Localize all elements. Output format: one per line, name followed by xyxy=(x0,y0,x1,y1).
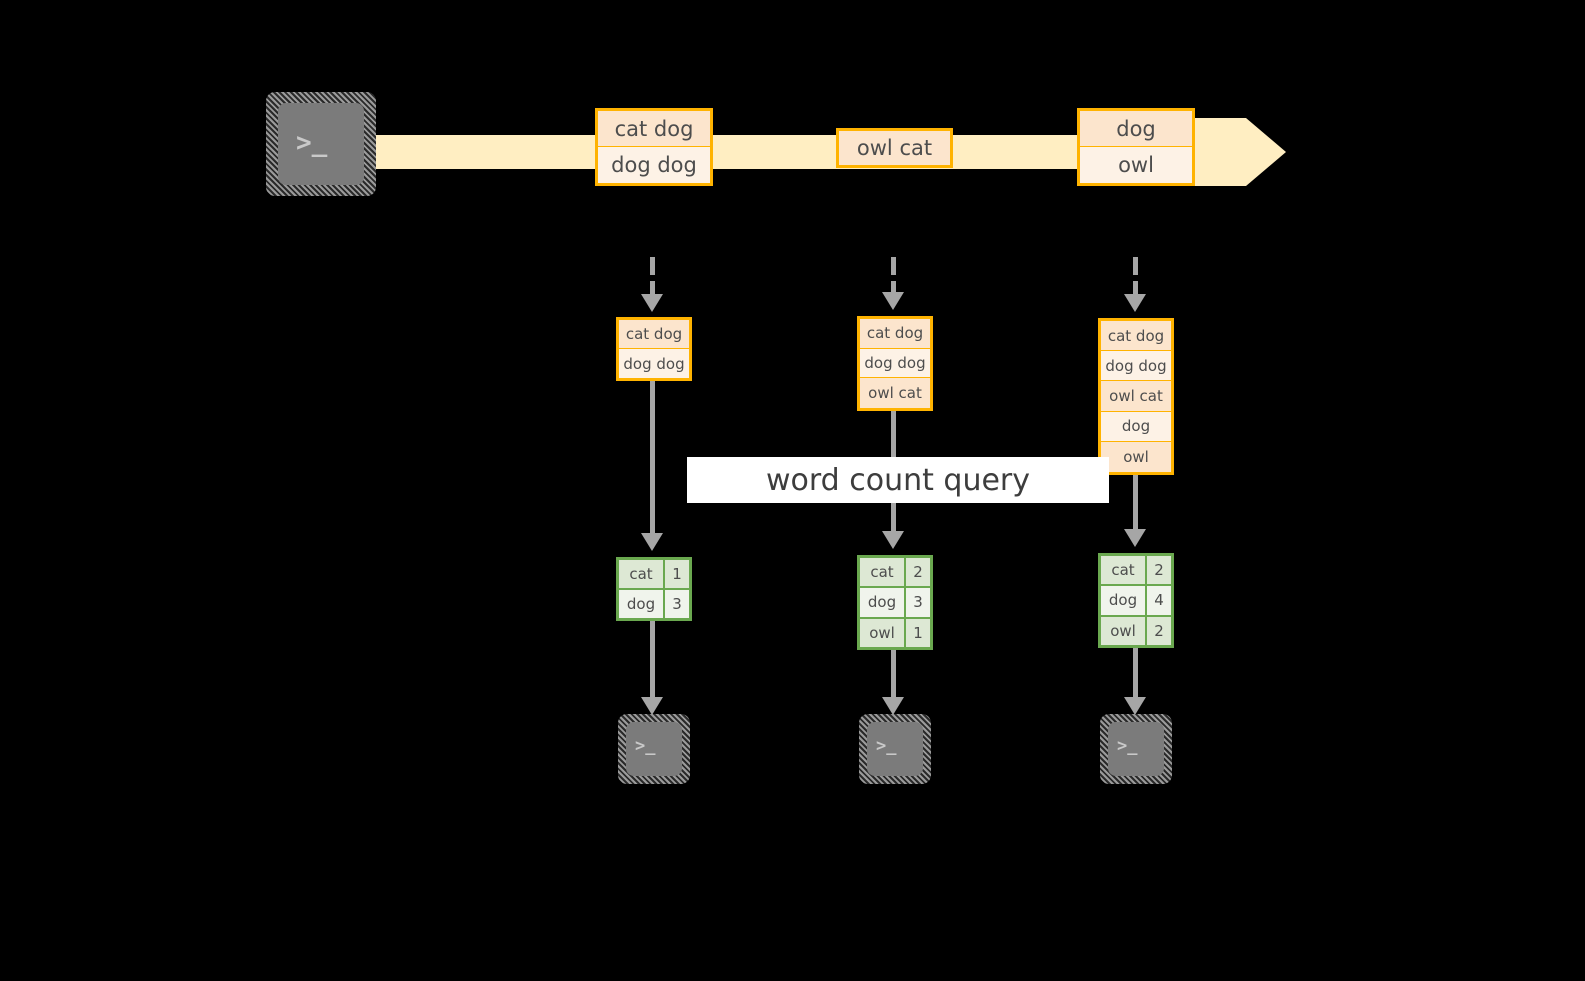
terminal-face xyxy=(626,722,682,776)
result-value: 3 xyxy=(665,590,689,618)
snapshot-dash-1b xyxy=(650,281,655,294)
query-arrowhead-1 xyxy=(641,533,663,551)
sink-arrowhead-3 xyxy=(1124,697,1146,715)
terminal-face xyxy=(1108,722,1164,776)
snapshot-dash-3a xyxy=(1133,257,1138,275)
sink-arrowhead-1 xyxy=(641,697,663,715)
result-value: 1 xyxy=(906,618,930,647)
snapshot-dash-1a xyxy=(650,257,655,275)
accumulated-input-1[interactable]: cat dog dog dog xyxy=(616,317,692,381)
result-key: cat xyxy=(860,558,906,587)
result-row: owl 2 xyxy=(1101,616,1171,645)
result-key: cat xyxy=(619,560,665,588)
sink-line-1 xyxy=(650,621,655,697)
result-table-2[interactable]: cat 2 dog 3 owl 1 xyxy=(857,555,933,650)
result-key: owl xyxy=(1101,616,1147,645)
snapshot-arrowhead-3 xyxy=(1124,294,1146,312)
query-line-3 xyxy=(1133,475,1138,529)
sink-arrowhead-2 xyxy=(882,697,904,715)
snapshot-dash-2a xyxy=(891,257,896,275)
query-label-band: word count query xyxy=(687,457,1109,503)
snapshot-dash-2b xyxy=(891,281,896,292)
sink-terminal-1[interactable]: >_ xyxy=(618,714,690,784)
stream-message-row: owl xyxy=(1080,147,1192,183)
snapshot-arrowhead-1 xyxy=(641,294,663,312)
result-table-1[interactable]: cat 1 dog 3 xyxy=(616,557,692,621)
result-table-3[interactable]: cat 2 dog 4 owl 2 xyxy=(1098,553,1174,648)
result-row: dog 3 xyxy=(860,588,930,619)
terminal-prompt-icon: >_ xyxy=(1117,736,1138,756)
snapshot-arrowhead-2 xyxy=(882,292,904,310)
stream-message-2[interactable]: owl cat xyxy=(836,128,953,168)
query-arrowhead-2 xyxy=(882,531,904,549)
terminal-face xyxy=(867,722,923,776)
sink-line-2 xyxy=(891,650,896,697)
result-value: 4 xyxy=(1147,586,1171,615)
terminal-face xyxy=(278,103,364,185)
result-key: dog xyxy=(619,590,665,618)
query-line-1 xyxy=(650,381,655,533)
input-row: cat dog xyxy=(1101,321,1171,352)
input-row: cat dog xyxy=(860,319,930,349)
stream-message-row: dog xyxy=(1080,111,1192,147)
input-row: dog dog xyxy=(860,348,930,379)
stream-arrowhead xyxy=(1246,118,1286,186)
source-terminal[interactable]: >_ xyxy=(266,92,376,196)
stream-message-3[interactable]: dog owl xyxy=(1077,108,1195,186)
stream-message-row: owl cat xyxy=(839,131,950,165)
terminal-prompt-icon: >_ xyxy=(635,736,656,756)
accumulated-input-2[interactable]: cat dog dog dog owl cat xyxy=(857,316,933,411)
result-row: dog 4 xyxy=(1101,586,1171,617)
sink-terminal-3[interactable]: >_ xyxy=(1100,714,1172,784)
result-row: cat 2 xyxy=(860,558,930,589)
result-value: 1 xyxy=(665,560,689,588)
result-row: cat 2 xyxy=(1101,556,1171,587)
stream-message-1[interactable]: cat dog dog dog xyxy=(595,108,713,186)
result-value: 2 xyxy=(1147,556,1171,585)
stream-message-row: dog dog xyxy=(598,147,710,183)
input-row: owl cat xyxy=(860,378,930,408)
result-key: owl xyxy=(860,618,906,647)
snapshot-dash-3b xyxy=(1133,281,1138,294)
input-row: dog xyxy=(1101,411,1171,442)
terminal-prompt-icon: >_ xyxy=(296,128,328,158)
result-value: 2 xyxy=(1147,616,1171,645)
query-label-text: word count query xyxy=(765,462,1031,498)
input-row: dog dog xyxy=(619,349,689,378)
terminal-prompt-icon: >_ xyxy=(876,736,897,756)
result-key: cat xyxy=(1101,556,1147,585)
input-row: owl xyxy=(1101,441,1171,472)
input-row: dog dog xyxy=(1101,351,1171,382)
accumulated-input-3[interactable]: cat dog dog dog owl cat dog owl xyxy=(1098,318,1174,475)
sink-line-3 xyxy=(1133,648,1138,697)
result-value: 3 xyxy=(906,588,930,617)
input-row: owl cat xyxy=(1101,381,1171,412)
input-row: cat dog xyxy=(619,320,689,349)
result-key: dog xyxy=(1101,586,1147,615)
result-row: dog 3 xyxy=(619,590,689,618)
result-row: cat 1 xyxy=(619,560,689,590)
query-arrowhead-3 xyxy=(1124,529,1146,547)
sink-terminal-2[interactable]: >_ xyxy=(859,714,931,784)
stream-message-row: cat dog xyxy=(598,111,710,147)
result-value: 2 xyxy=(906,558,930,587)
result-key: dog xyxy=(860,588,906,617)
result-row: owl 1 xyxy=(860,618,930,647)
